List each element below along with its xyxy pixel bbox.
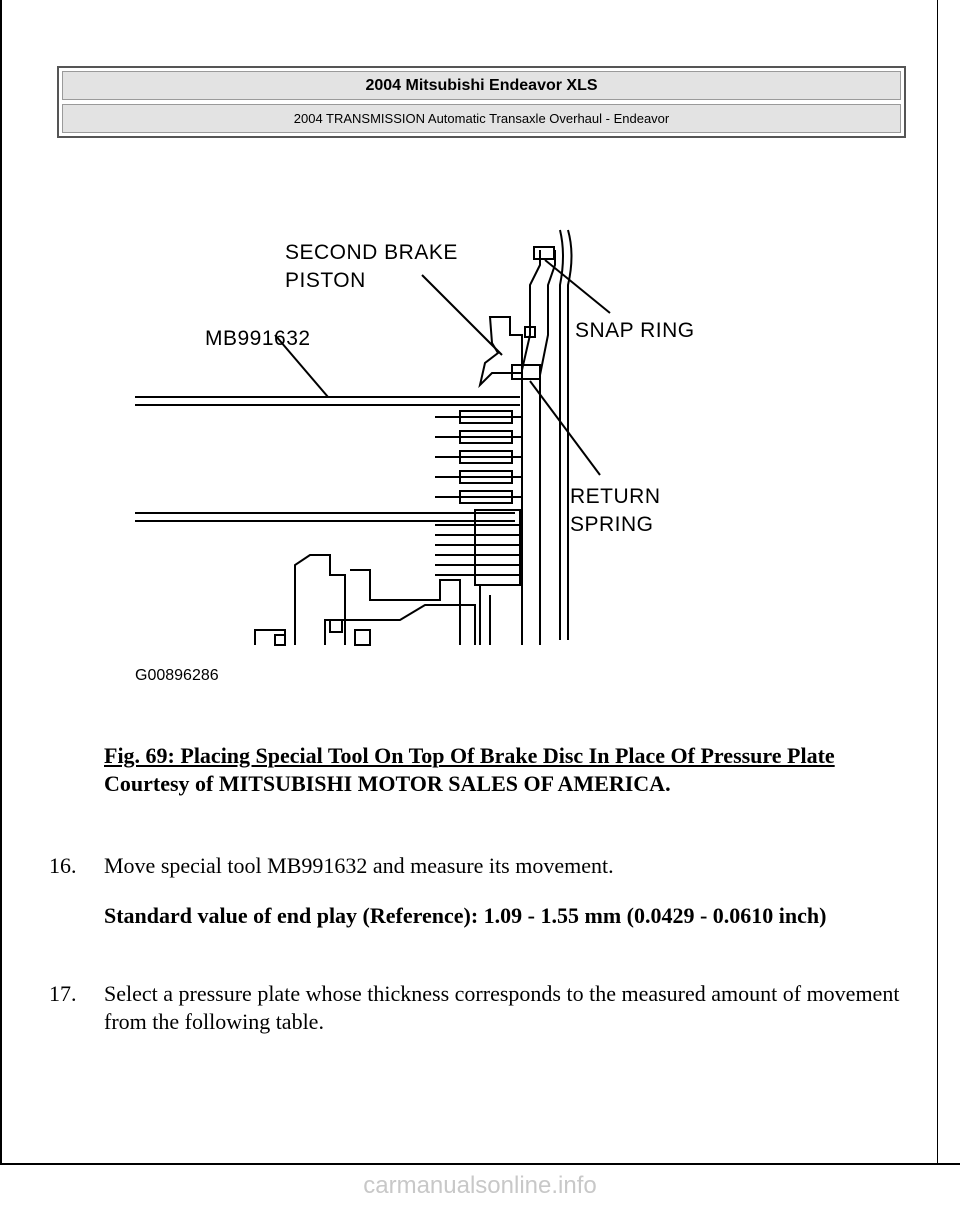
transaxle-diagram: SECOND BRAKE PISTON MB991632 SNAP RING R…	[135, 229, 695, 684]
standard-value-note: Standard value of end play (Reference): …	[104, 903, 827, 928]
figure-courtesy: Courtesy of MITSUBISHI MOTOR SALES OF AM…	[104, 771, 671, 796]
label-return-2: SPRING	[570, 513, 654, 536]
label-tool: MB991632	[205, 327, 311, 350]
document-header: 2004 Mitsubishi Endeavor XLS 2004 TRANSM…	[57, 66, 906, 138]
label-second-brake-1: SECOND BRAKE	[285, 241, 458, 264]
figure-illustration: SECOND BRAKE PISTON MB991632 SNAP RING R…	[130, 225, 750, 695]
label-snap-ring: SNAP RING	[575, 319, 695, 342]
figure-title: Fig. 69: Placing Special Tool On Top Of …	[104, 743, 835, 768]
step-number: 17.	[49, 981, 77, 1006]
step-number: 16.	[49, 853, 77, 878]
step-text: Move special tool MB991632 and measure i…	[104, 853, 614, 878]
figure-caption: Fig. 69: Placing Special Tool On Top Of …	[104, 742, 874, 798]
label-second-brake-2: PISTON	[285, 269, 366, 292]
watermark-footer: carmanualsonline.info	[363, 1172, 597, 1199]
page-border-right	[937, 0, 938, 1165]
step-text: Select a pressure plate whose thickness …	[104, 981, 900, 1034]
page-border-bottom	[0, 1163, 960, 1165]
page-border-left	[0, 0, 2, 1165]
header-subtitle: 2004 TRANSMISSION Automatic Transaxle Ov…	[62, 104, 901, 133]
figure-id: G00896286	[135, 667, 219, 684]
header-title: 2004 Mitsubishi Endeavor XLS	[62, 71, 901, 100]
label-return-1: RETURN	[570, 485, 661, 508]
